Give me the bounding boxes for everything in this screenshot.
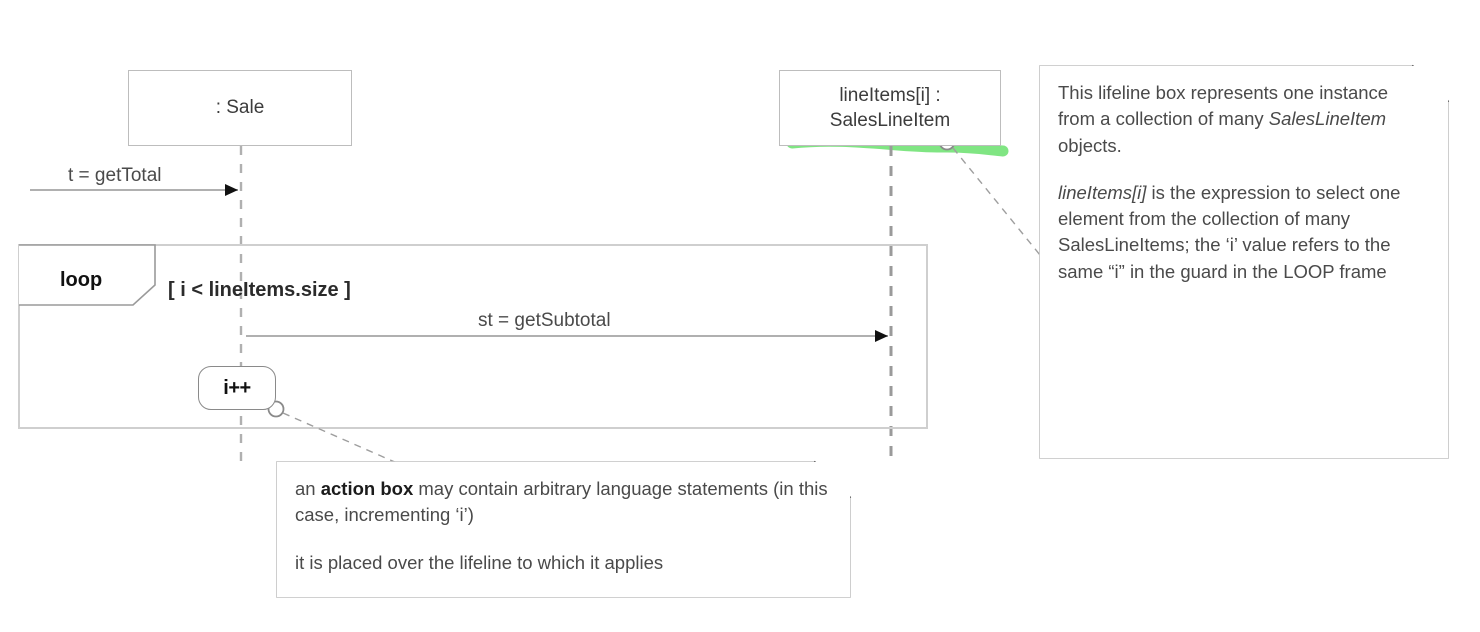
lifeline-box-saleslineitem[interactable]: lineItems[i] : SalesLineItem [779, 70, 1001, 146]
note-lifeline-explanation[interactable]: This lifeline box represents one instanc… [1040, 66, 1448, 458]
message-label-gettotal: t = getTotal [68, 165, 162, 186]
note-paragraph: This lifeline box represents one instanc… [1058, 82, 1389, 156]
action-box[interactable]: i++ [198, 366, 276, 410]
loop-operator-label: loop [60, 269, 103, 291]
lifeline-label-saleslineitem-line1: lineItems[i] : [839, 84, 941, 106]
note-paragraph: it is placed over the lifeline to which … [295, 551, 664, 573]
note-paragraph: lineItems[i] is the expression to select… [1058, 181, 1401, 282]
loop-frame-rect [18, 244, 928, 429]
loop-guard-label: [ i < lineItems.size ] [168, 279, 351, 301]
note-paragraph: an action box may contain arbitrary lang… [295, 478, 828, 526]
note-action-text: an action box may contain arbitrary lang… [277, 462, 850, 586]
leader-line-action-note [282, 412, 398, 464]
leader-line-lifeline-note [952, 147, 1041, 256]
lifeline-box-sale[interactable]: : Sale [128, 70, 352, 146]
note-action-box-explanation[interactable]: an action box may contain arbitrary lang… [277, 462, 850, 597]
note-lifeline-text: This lifeline box represents one instanc… [1040, 66, 1448, 295]
message-label-getsubtotal: st = getSubtotal [478, 310, 611, 331]
lifeline-label-saleslineitem-line2: SalesLineItem [829, 110, 951, 131]
lifeline-label-sale: : Sale [215, 97, 265, 118]
action-box-label: i++ [223, 376, 251, 399]
